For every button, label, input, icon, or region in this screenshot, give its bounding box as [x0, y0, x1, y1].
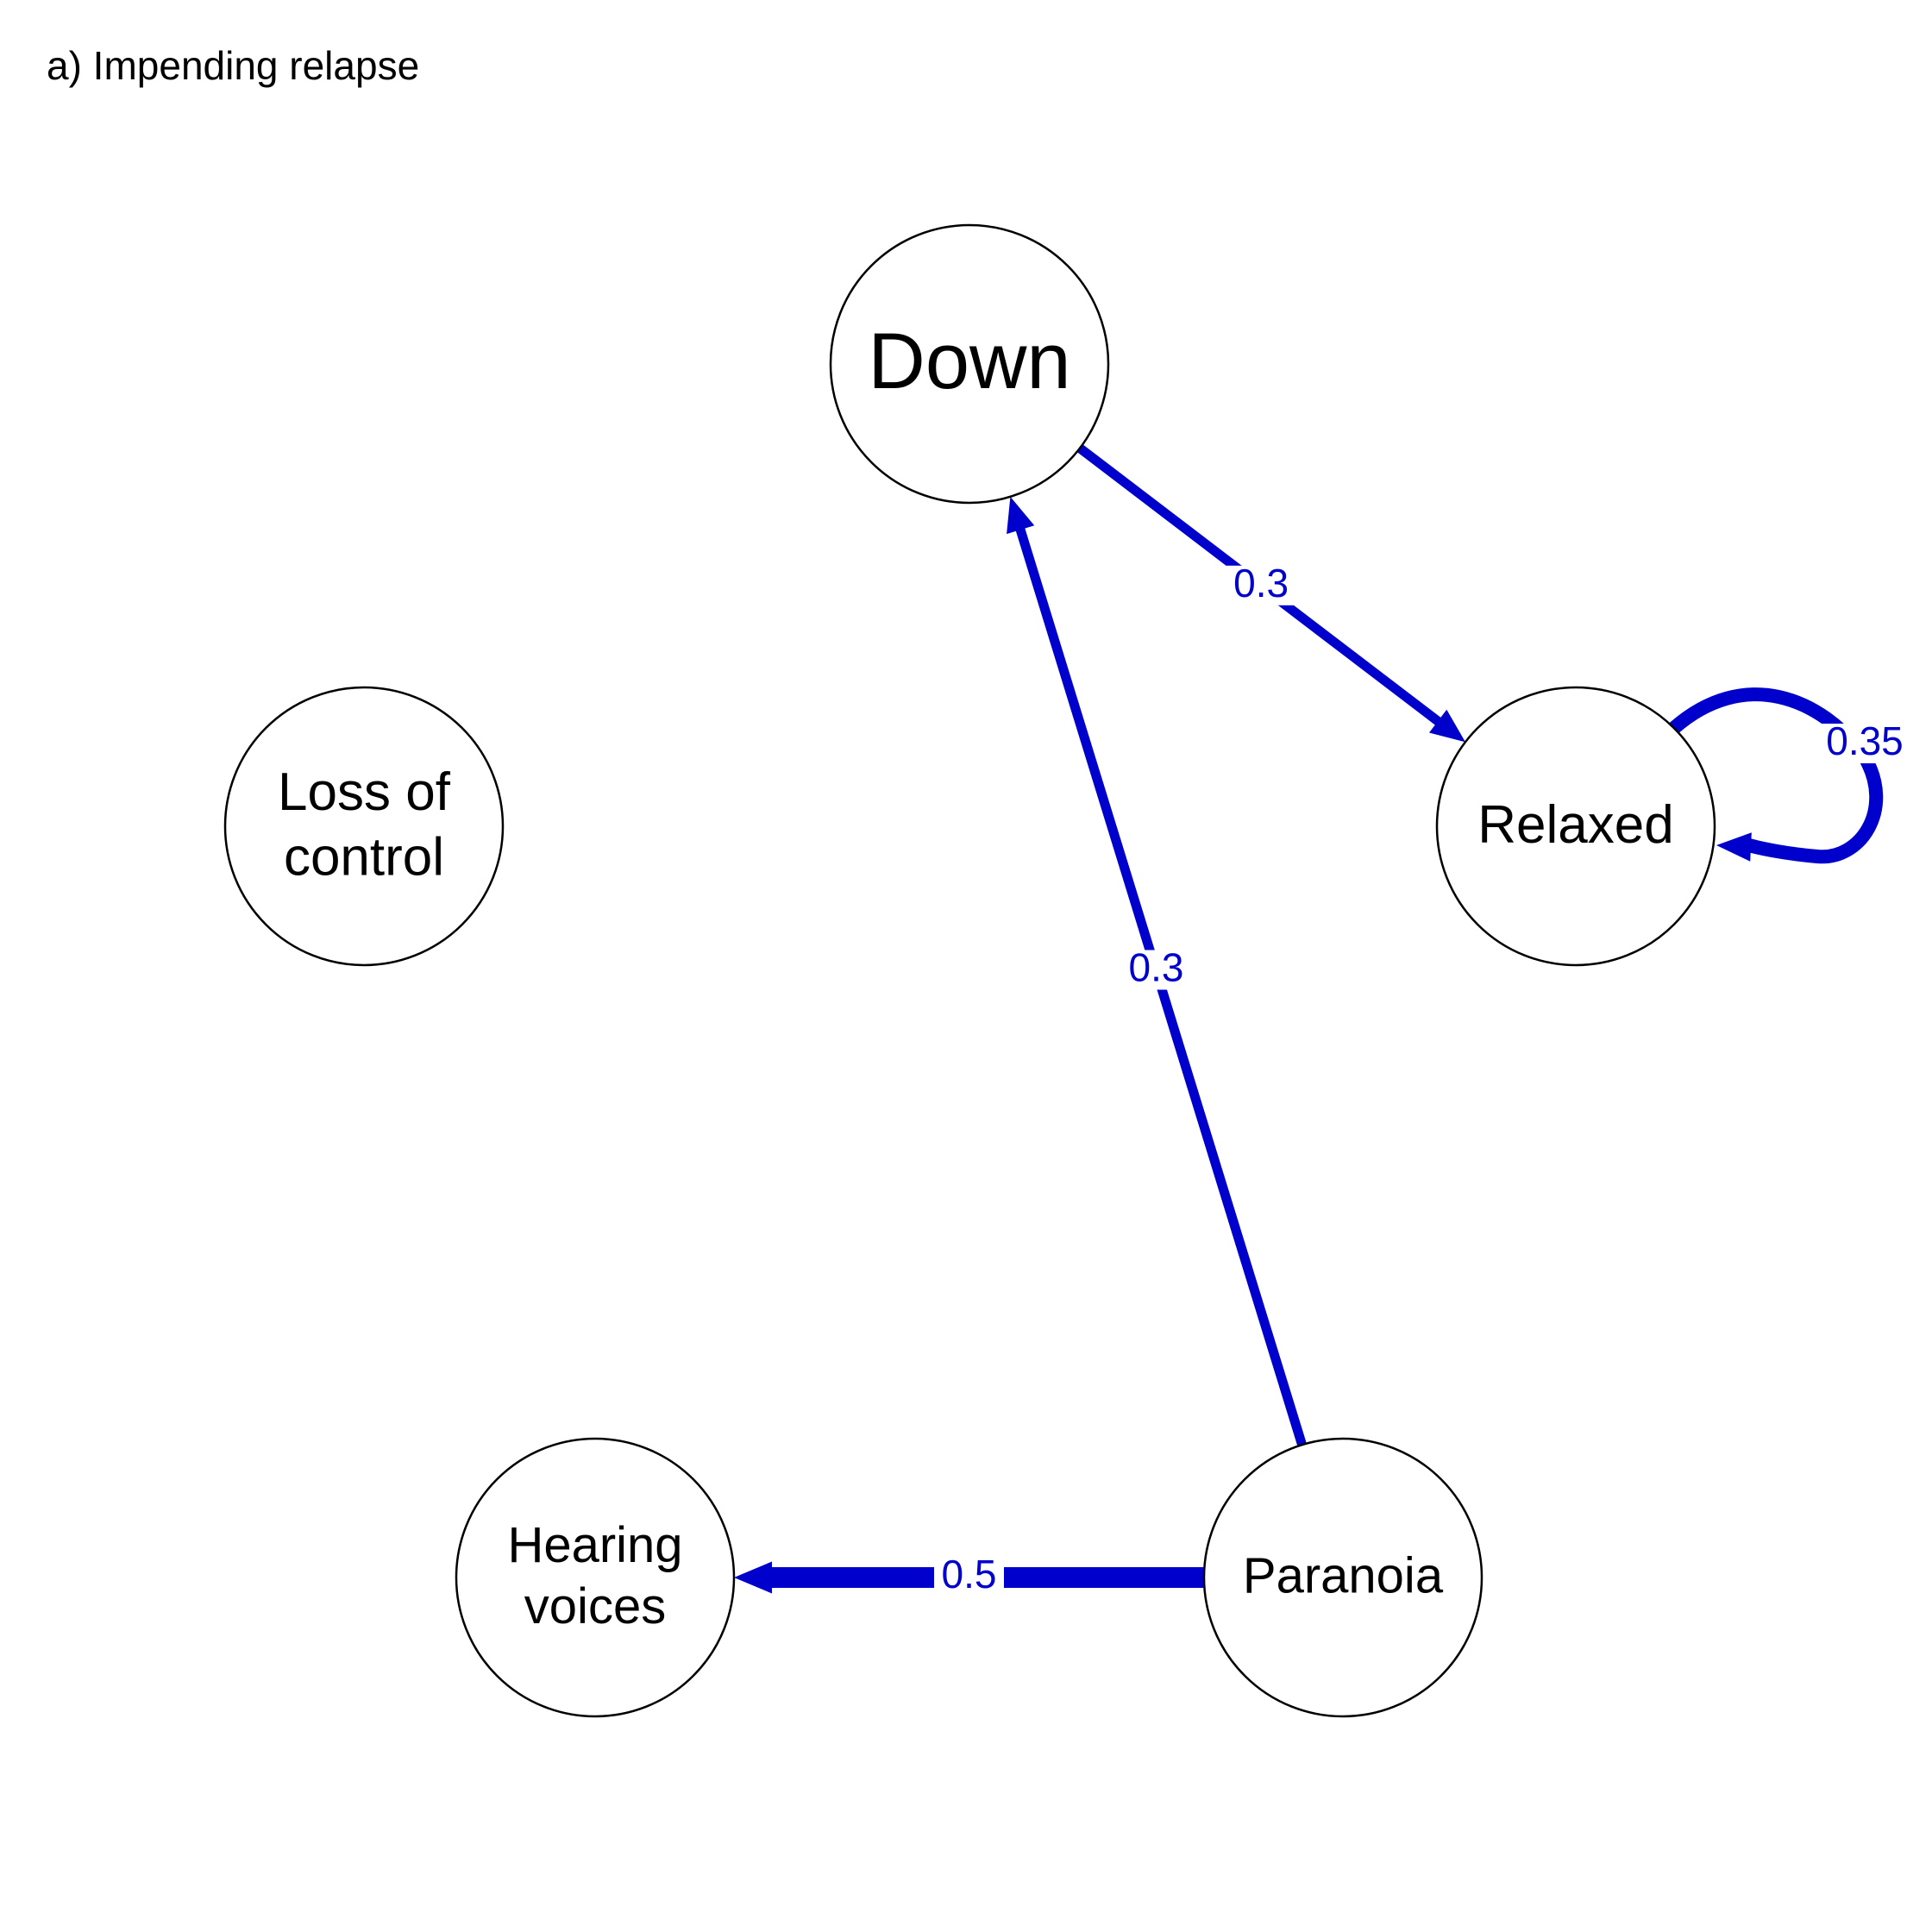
node-circle: [223, 686, 505, 967]
node-circle: [1435, 686, 1716, 967]
edge-weight-badge: 0.5: [934, 1552, 1004, 1596]
node-label: Relaxed: [1477, 795, 1673, 855]
edge-weight-background: [1819, 724, 1910, 763]
edge-line: [1669, 687, 1884, 864]
edge-arrowhead: [1007, 496, 1035, 535]
edge-weight-label: 0.3: [1233, 561, 1289, 605]
panel-title: a) Impending relapse: [47, 43, 419, 88]
node-circle: [455, 1437, 736, 1718]
node-relaxed: Relaxed: [1435, 686, 1716, 967]
node-down: Down: [829, 223, 1110, 505]
edge-weight-label: 0.5: [942, 1552, 997, 1596]
edge-weight-background: [1226, 565, 1296, 605]
node-paranoia: Paranoia: [1202, 1437, 1484, 1718]
node-circle: [829, 223, 1110, 505]
node-label: control: [284, 828, 444, 888]
node-label: voices: [524, 1578, 666, 1634]
edge-weight-background: [1121, 950, 1191, 990]
node-label: Hearing: [507, 1517, 682, 1573]
node-label: Loss of: [278, 762, 451, 822]
edge-arrowhead: [1716, 832, 1752, 862]
edge-arrowhead: [1429, 709, 1465, 743]
edge-weight-badge: 0.3: [1121, 945, 1191, 990]
node-label: Paranoia: [1243, 1548, 1444, 1604]
edge-weight-badge: 0.3: [1226, 561, 1296, 605]
node-label: Down: [868, 317, 1070, 405]
edge-weight-badge: 0.35: [1819, 718, 1910, 763]
node-circle: [1202, 1437, 1484, 1718]
edge-relaxed-to-relaxed: [1669, 687, 1884, 864]
edge-weight-label: 0.35: [1826, 718, 1904, 763]
edge-arrowhead: [734, 1561, 772, 1594]
edges-layer: 0.3 0.3 0.5 0.35: [734, 444, 1910, 1596]
edge-weight-background: [934, 1557, 1004, 1596]
edge-weight-label: 0.3: [1129, 945, 1184, 990]
